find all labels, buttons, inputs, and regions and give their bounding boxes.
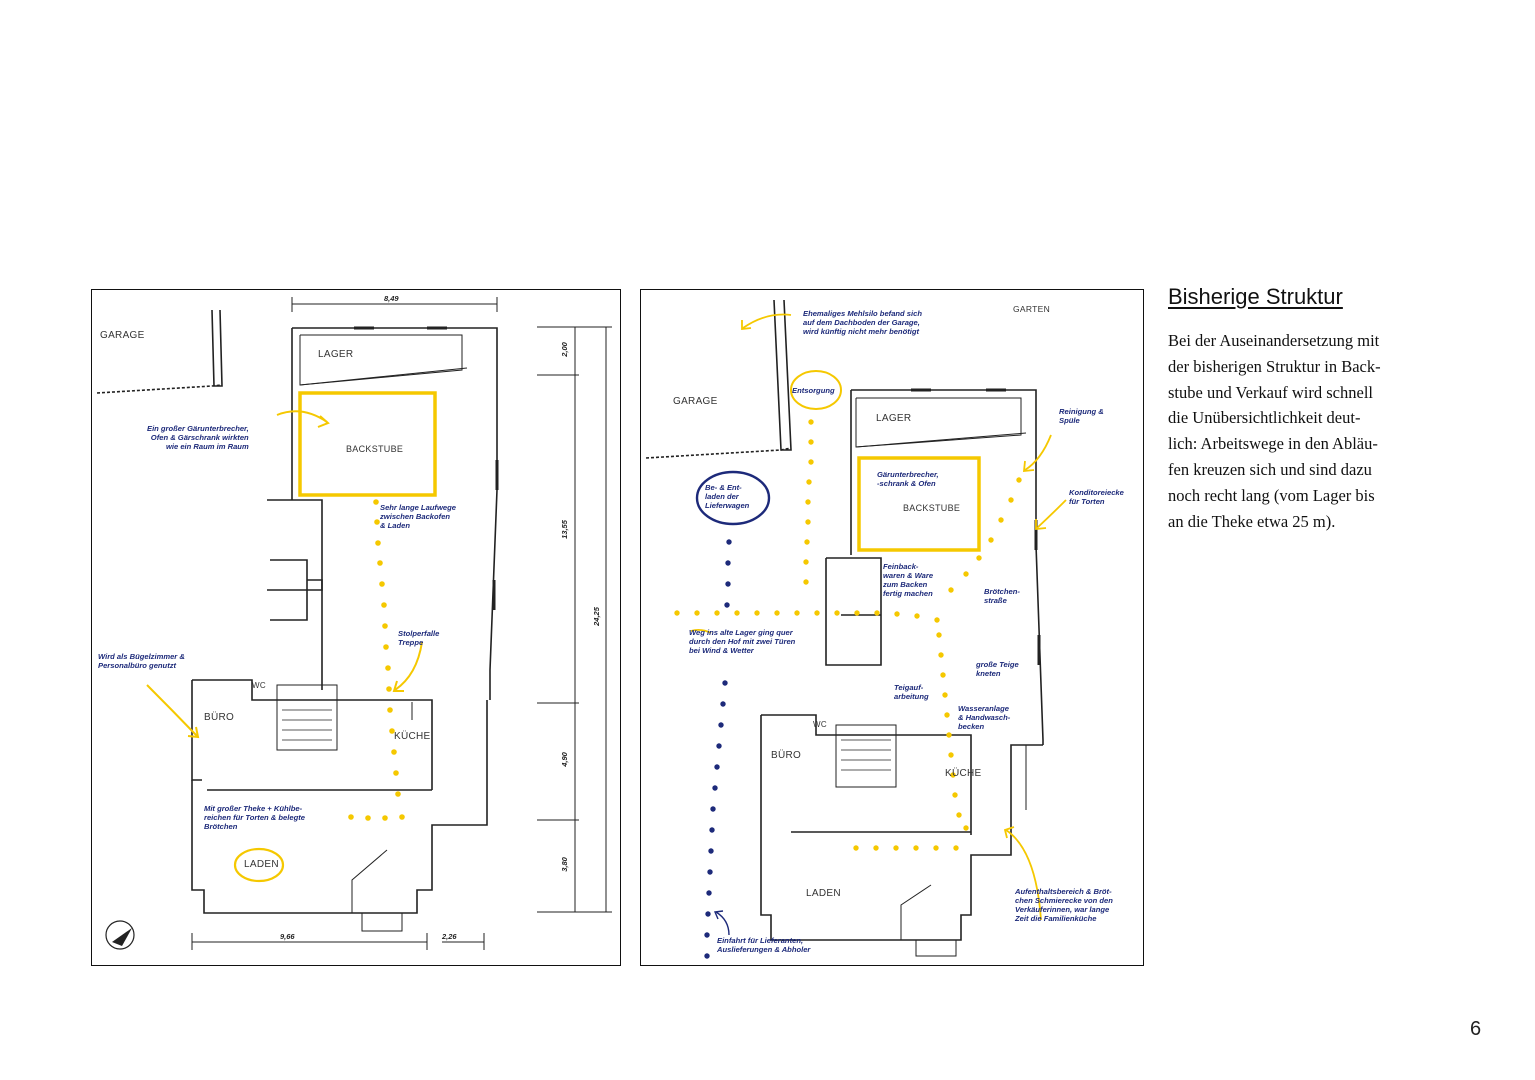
body-paragraph: Bei der Auseinandersetzung mit der bishe…: [1168, 331, 1381, 531]
annotation-gaerunterbrecher: Gärunterbrecher, -schrank & Ofen: [877, 470, 939, 488]
room-garage-label: GARAGE: [673, 396, 718, 407]
section-heading: Bisherige Struktur: [1168, 284, 1343, 309]
dimension-bottom-side: 2,26: [442, 932, 457, 941]
annotation-buero: Wird als Bügelzimmer & Personalbüro genu…: [98, 652, 185, 670]
floor-plan-analysis: GARTEN GARAGE LAGER BACKSTUBE WC BÜRO KÜ…: [640, 289, 1144, 966]
dimension-right-4: 3,80: [559, 857, 569, 872]
dimension-total: 24,25: [591, 607, 601, 626]
room-wc-label: WC: [813, 720, 827, 729]
room-lager-label: LAGER: [318, 349, 354, 360]
annotation-lagerweg: Weg ins alte Lager ging quer durch den H…: [689, 628, 796, 655]
floor-plan-existing: GARAGE LAGER BACKSTUBE WC BÜRO KÜCHE LAD…: [91, 289, 621, 966]
annotation-einfahrt: Einfahrt für Lieferanten, Auslieferungen…: [717, 936, 811, 954]
page-number: 6: [1470, 1018, 1482, 1040]
annotation-entsorgung: Entsorgung: [792, 386, 835, 395]
room-kueche-label: KÜCHE: [945, 768, 982, 779]
floor-plan-drawing: [96, 297, 612, 950]
room-garten-label: GARTEN: [1013, 304, 1051, 314]
room-wc-label: WC: [252, 681, 266, 690]
room-lager-label: LAGER: [876, 413, 912, 424]
annotation-konditorei: Konditoreiecke für Torten: [1069, 488, 1124, 506]
annotation-teigauf: Teigauf- arbeitung: [894, 683, 929, 701]
dimension-right-3: 4,90: [559, 752, 569, 767]
text-panel: Bisherige Struktur Bei der Auseinanderse…: [1168, 284, 1458, 534]
annotation-gaerraum: Ein großer Gärunterbrecher, Ofen & Gärsc…: [147, 424, 249, 451]
dimension-bottom-main: 9,66: [280, 932, 295, 941]
annotation-aufenthalt: Aufenthaltsbereich & Bröt- chen Schmiere…: [1015, 887, 1113, 923]
room-buero-label: BÜRO: [204, 712, 235, 723]
room-backstube-label: BACKSTUBE: [903, 503, 961, 513]
dimension-right-2: 13,55: [559, 520, 569, 539]
annotation-wasser: Wasseranlage & Handwasch- becken: [958, 704, 1011, 731]
dimension-right-1: 2,00: [559, 342, 569, 357]
room-laden-label: LADEN: [244, 859, 279, 870]
annotation-feinback: Feinback- waren & Ware zum Backen fertig…: [883, 562, 934, 598]
room-buero-label: BÜRO: [771, 750, 802, 761]
annotation-theke: Mit großer Theke + Kühlbe- reichen für T…: [204, 804, 305, 831]
annotation-laufwege: Sehr lange Laufwege zwischen Backofen & …: [380, 503, 456, 530]
floor-plan-analysis-drawing: [645, 299, 1067, 959]
annotation-treppe: Stolperfalle Treppe: [398, 629, 440, 647]
dimension-top: 8,49: [384, 294, 399, 303]
annotation-teige: große Teige kneten: [976, 660, 1019, 678]
room-laden-label: LADEN: [806, 888, 841, 899]
annotation-broetchenstrasse: Brötchen- straße: [984, 587, 1020, 605]
annotation-reinigung: Reinigung & Spüle: [1059, 407, 1104, 425]
annotation-mehlsilo: Ehemaliges Mehlsilo befand sich auf dem …: [803, 309, 923, 336]
room-garage-label: GARAGE: [100, 330, 145, 341]
room-kueche-label: KÜCHE: [394, 731, 431, 742]
annotation-be-entladen: Be- & Ent- laden der Lieferwagen: [705, 483, 750, 510]
room-backstube-label: BACKSTUBE: [346, 444, 404, 454]
